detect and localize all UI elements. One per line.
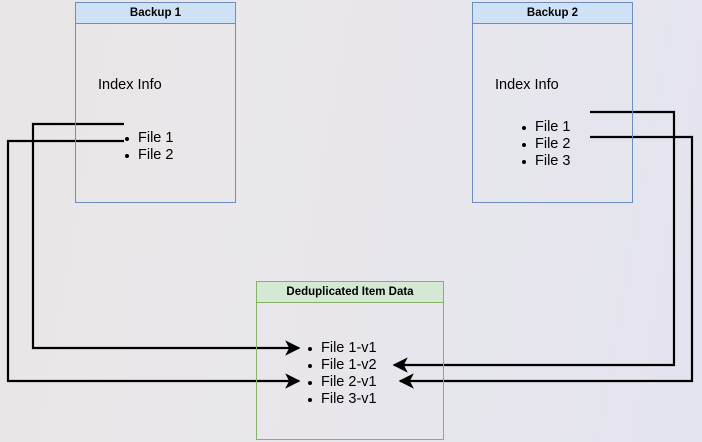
backup-2-index-info-label: Index Info — [495, 77, 559, 93]
node-backup-1-body: Index Info File 1 File 2 — [75, 24, 236, 203]
dedup-item[interactable]: File 1-v2 — [305, 357, 377, 374]
dedup-item[interactable]: File 2-v1 — [305, 374, 377, 391]
backup-2-file-list: File 1 File 2 File 3 — [519, 119, 570, 170]
backup-1-file-item[interactable]: File 2 — [122, 147, 173, 164]
node-deduplicated-item-data-body: File 1-v1 File 1-v2 File 2-v1 File 3-v1 — [256, 303, 444, 440]
dedup-item[interactable]: File 1-v1 — [305, 340, 377, 357]
node-deduplicated-item-data-title: Deduplicated Item Data — [256, 281, 444, 303]
node-backup-1[interactable]: Backup 1 Index Info File 1 File 2 — [75, 2, 236, 203]
dedup-item[interactable]: File 3-v1 — [305, 391, 377, 408]
backup-2-file-item[interactable]: File 2 — [519, 136, 570, 153]
backup-2-file-item[interactable]: File 3 — [519, 153, 570, 170]
dedup-item-list: File 1-v1 File 1-v2 File 2-v1 File 3-v1 — [305, 340, 377, 408]
node-backup-2-title: Backup 2 — [472, 2, 633, 24]
node-backup-2[interactable]: Backup 2 Index Info File 1 File 2 File 3 — [472, 2, 633, 203]
node-deduplicated-item-data[interactable]: Deduplicated Item Data File 1-v1 File 1-… — [256, 281, 444, 440]
backup-1-file-item[interactable]: File 1 — [122, 130, 173, 147]
backup-1-file-list: File 1 File 2 — [122, 130, 173, 164]
node-backup-2-body: Index Info File 1 File 2 File 3 — [472, 24, 633, 203]
backup-1-index-info-label: Index Info — [98, 77, 162, 93]
node-backup-1-title: Backup 1 — [75, 2, 236, 24]
backup-2-file-item[interactable]: File 1 — [519, 119, 570, 136]
